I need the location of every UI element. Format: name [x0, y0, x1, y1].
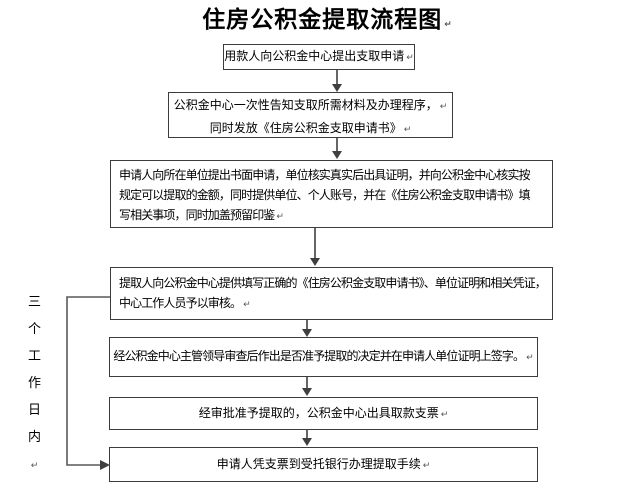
page-title-text: 住房公积金提取流程图	[202, 7, 443, 33]
arrow-down-icon	[302, 320, 312, 337]
flow-step-1-line-1: 用款人向公积金中心提出支取申请	[224, 49, 405, 63]
flow-step-text: 申请人凭支票到受托银行办理提取手续↵	[217, 454, 431, 476]
flow-step-text: 用款人向公积金中心提出支取申请↵	[224, 46, 414, 68]
flow-step-2-line-1: 公积金中心一次性告知支取所需材料及办理程序，	[173, 98, 438, 112]
flow-step-3-line-1: 申请人向所在单位提出书面申请，单位核实真实后出具证明，并向公积金中心核实按	[119, 168, 531, 182]
flow-step-5: 经公积金中心主管领导审查后作出是否准予提取的决定并在申请人单位证明上签字。↵	[109, 337, 538, 377]
flow-step-3-line-2: 规定可以提取的金额，同时提供单位、个人账号，并在《住房公积金支取申请书》填	[119, 188, 531, 202]
flow-step-text: 经公积金中心主管领导审查后作出是否准予提取的决定并在申请人单位证明上签字。↵	[113, 346, 533, 368]
flow-step-text: 同时发放《住房公积金支取申请书》↵	[169, 118, 452, 137]
return-mark-icon: ↵	[406, 53, 414, 63]
flow-step-text: 规定可以提取的金额，同时提供单位、个人账号，并在《住房公积金支取申请书》填	[119, 185, 544, 205]
flow-step-4-line-2: 中心工作人员予以审核。	[119, 296, 242, 310]
flow-step-1: 用款人向公积金中心提出支取申请↵	[223, 44, 415, 70]
return-mark-icon: ↵	[439, 102, 448, 112]
three-day-bracket-connector	[66, 296, 110, 470]
arrow-down-icon	[310, 228, 320, 266]
flow-step-6: 经审批准予提取的，公积金中心出具取款支票↵	[109, 397, 538, 430]
flow-step-3: 申请人向所在单位提出书面申请，单位核实真实后出具证明，并向公积金中心核实按 规定…	[110, 160, 553, 228]
flow-step-5-line-1: 经公积金中心主管领导审查后作出是否准予提取的决定并在申请人单位证明上签字。	[113, 349, 525, 363]
flow-step-2: 公积金中心一次性告知支取所需材料及办理程序，↵ 同时发放《住房公积金支取申请书》…	[168, 92, 453, 138]
return-mark-icon: ↵	[422, 460, 431, 471]
flow-step-7: 申请人凭支票到受托银行办理提取手续↵	[109, 447, 538, 482]
arrow-down-icon	[332, 70, 342, 92]
flow-step-text: 经审批准予提取的，公积金中心出具取款支票↵	[199, 403, 449, 425]
page-title: 住房公积金提取流程图↵	[0, 5, 641, 40]
return-mark-icon: ↵	[30, 461, 39, 471]
flow-step-4: 提取人向公积金中心提供填写正确的《住房公积金支取申请书》、单位证明和相关凭证， …	[110, 267, 553, 320]
return-mark-icon: ↵	[444, 20, 452, 30]
flow-step-7-line-1: 申请人凭支票到受托银行办理提取手续	[216, 456, 421, 471]
arrow-down-icon	[302, 428, 312, 446]
flow-step-6-line-1: 经审批准予提取的，公积金中心出具取款支票	[198, 405, 439, 420]
arrow-down-icon	[302, 377, 312, 396]
arrow-down-icon	[332, 138, 342, 159]
return-mark-icon: ↵	[526, 353, 534, 363]
side-label-three-working-days: 三个工作日内 ↵	[27, 289, 42, 480]
flow-step-4-line-1: 提取人向公积金中心提供填写正确的《住房公积金支取申请书》、单位证明和相关凭证，	[119, 276, 547, 290]
return-mark-icon: ↵	[243, 300, 251, 310]
flow-step-2-line-2: 同时发放《住房公积金支取申请书》	[209, 121, 402, 135]
return-mark-icon: ↵	[403, 125, 412, 135]
side-label-text: 三个工作日内	[27, 295, 41, 445]
flow-step-3-line-3: 写相关事项，同时加盖预留印鉴	[119, 208, 275, 222]
flow-step-text: 中心工作人员予以审核。↵	[119, 293, 544, 315]
return-mark-icon: ↵	[276, 212, 284, 222]
return-mark-icon: ↵	[440, 409, 449, 420]
flow-step-text: 提取人向公积金中心提供填写正确的《住房公积金支取申请书》、单位证明和相关凭证，	[119, 273, 547, 293]
flow-step-text: 公积金中心一次性告知支取所需材料及办理程序，↵	[169, 95, 452, 118]
flow-step-text: 写相关事项，同时加盖预留印鉴↵	[119, 205, 544, 227]
flow-step-text: 申请人向所在单位提出书面申请，单位核实真实后出具证明，并向公积金中心核实按	[119, 165, 544, 185]
